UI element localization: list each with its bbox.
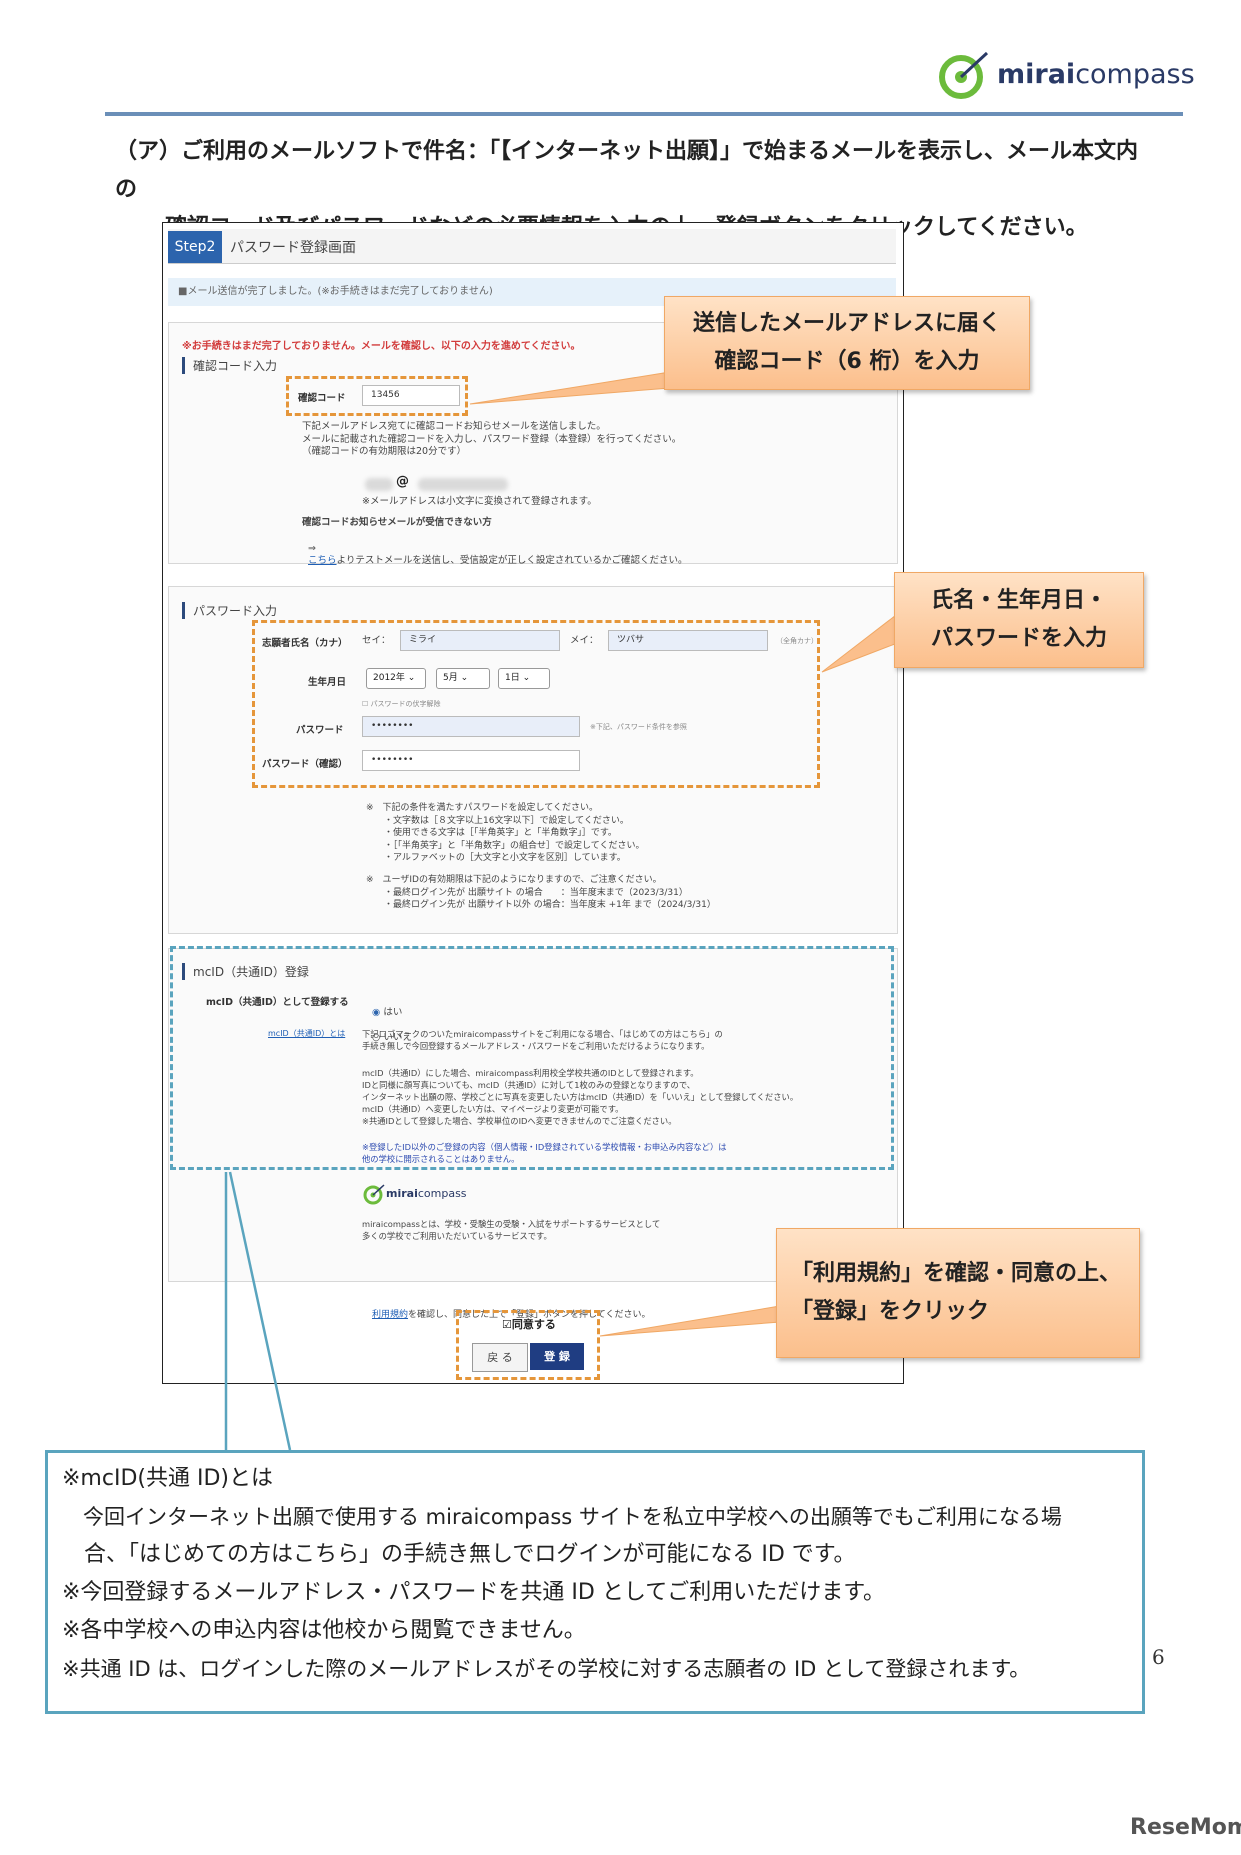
terms-text: を確認し、同意した上で「登録」ボタンを押してください。: [408, 1309, 651, 1320]
back-button[interactable]: 戻 る: [472, 1343, 528, 1372]
not-received-heading: 確認コードお知らせメールが受信できない方: [302, 517, 492, 528]
register-button[interactable]: 登 録: [530, 1343, 584, 1370]
callout-register-line-1: 「利用規約」を確認・同意の上、: [791, 1261, 1122, 1286]
note-3: 合、「はじめての方はこちら」の手続き無しでログインが可能になる ID です。: [62, 1542, 856, 1567]
resemom-watermark: ReseMom: [1130, 1815, 1241, 1840]
chevron-down-icon: ⌄: [522, 673, 531, 683]
code-help: 下記メールアドレス宛てに確認コードお知らせメールを送信しました。 メールに記載さ…: [302, 421, 682, 457]
month-select[interactable]: 5月 ⌄: [436, 668, 490, 689]
callout-password: 氏名・生年月日・ パスワードを入力: [894, 572, 1144, 668]
show-password-checkbox[interactable]: ☐ パスワードの伏字解除: [362, 700, 441, 708]
test-mail-link[interactable]: こちら: [308, 555, 337, 566]
mcid-text-1: 下記ロゴマークのついたmiraicompassサイトをご利用になる場合、「はじめ…: [362, 1029, 723, 1051]
header-rule: [105, 112, 1183, 116]
mcid-section-heading: mcID（共通ID）登録: [182, 963, 309, 980]
day-select[interactable]: 1日 ⌄: [498, 668, 550, 689]
intro-line-1: （ア）ご利用のメールソフトで件名：「【インターネット出願】」で始まるメールを表示…: [115, 139, 1139, 202]
miraicompass-description: miraicompassとは、学校・受験生の受験・入試をサポートするサービスとし…: [362, 1219, 661, 1241]
sei-label: セイ：: [362, 635, 391, 646]
mcid-panel: [168, 948, 898, 1282]
test-mail-text: よりテストメールを送信し、受信設定が正しく設定されているかご確認ください。: [336, 555, 688, 566]
code-highlight: [286, 376, 468, 416]
callout-password-line-1: 氏名・生年月日・: [930, 588, 1107, 613]
step-title: パスワード登録画面: [230, 240, 356, 256]
lowercase-note: ※メールアドレスは小文字に変換されて登録されます。: [362, 496, 597, 507]
mcid-register-label: mcID（共通ID）として登録する: [206, 997, 349, 1008]
note-5: ※各中学校への申込内容は他校から閲覧できません。: [62, 1618, 586, 1643]
step-bar: [168, 229, 896, 264]
arrow-icon: ⇒: [308, 542, 316, 554]
chevron-down-icon: ⌄: [460, 673, 469, 683]
sei-input[interactable]: ミライ: [400, 630, 560, 651]
email-domain-blur: [418, 478, 508, 491]
password-note: ※下記、パスワード条件を参照: [590, 723, 687, 731]
radio-yes[interactable]: ◉ はい: [372, 1006, 403, 1018]
password-rules: ※ 下記の条件を満たすパスワードを設定してください。 ・文字数は［８文字以上16…: [366, 803, 645, 863]
miraicompass-logo: miraicompass: [935, 45, 1195, 105]
compass-logo-icon: [363, 1184, 385, 1205]
radio-no[interactable]: ○ いいえ: [372, 1031, 412, 1043]
mcid-about-link[interactable]: mcID（共通ID）とは: [268, 1029, 346, 1038]
email-at-mark: @: [396, 474, 409, 489]
mei-input[interactable]: ツバサ: [608, 630, 768, 651]
password-input[interactable]: ••••••••: [362, 716, 580, 737]
note-6: ※共通 ID は、ログインした際のメールアドレスがその学校に対する志願者の ID…: [62, 1657, 1031, 1681]
dob-label: 生年月日: [308, 677, 347, 688]
year-select[interactable]: 2012年 ⌄: [366, 668, 426, 689]
callout-code: 送信したメールアドレスに届く 確認コード（6 桁）を入力: [664, 296, 1030, 390]
note-2: 今回インターネット出願で使用する miraicompass サイトを私立中学校へ…: [62, 1505, 1062, 1529]
callout-password-line-2: パスワードを入力: [930, 626, 1107, 651]
code-section-heading: 確認コード入力: [182, 357, 277, 374]
chevron-down-icon: ⌄: [407, 673, 416, 683]
password-confirm-label: パスワード（確認）: [262, 759, 348, 770]
callout-register: 「利用規約」を確認・同意の上、 「登録」をクリック: [776, 1228, 1140, 1358]
email-local-blur: [365, 478, 393, 491]
step-tag: Step2: [168, 231, 222, 263]
password-section-heading: パスワード入力: [182, 602, 277, 619]
mcid-notes-box: [45, 1450, 1145, 1714]
kana-note: （全角カナ）: [776, 637, 818, 645]
mini-miraicompass-logo: miraicompass: [362, 1182, 482, 1208]
test-mail-line: ⇒ こちらよりテストメールを送信し、受信設定が正しく設定されているかご確認くださ…: [308, 530, 688, 568]
terms-link[interactable]: 利用規約: [372, 1309, 409, 1320]
name-label: 志願者氏名（カナ）: [262, 638, 348, 649]
warning-message: ※お手続きはまだ完了しておりません。メールを確認し、以下の入力を進めてください。: [182, 341, 581, 352]
mcid-text-2: mcID（共通ID）にした場合、miraicompass利用校全学校共通のIDと…: [362, 1068, 799, 1126]
mcid-highlight: [170, 946, 894, 1170]
code-input[interactable]: 13456: [362, 385, 460, 406]
note-4: ※今回登録するメールアドレス・パスワードを共通 ID としてご利用いただけます。: [62, 1580, 885, 1605]
agree-checkbox[interactable]: ☑同意する: [502, 1318, 556, 1331]
mei-label: メイ：: [570, 635, 599, 646]
mcid-text-3: ※登録したID以外のご登録の内容（個人情報・ID登録されている学校情報・お申込み…: [362, 1142, 727, 1164]
password-label: パスワード: [296, 725, 344, 736]
callout-register-line-2: 「登録」をクリック: [791, 1299, 990, 1324]
callout-code-line-1: 送信したメールアドレスに届く: [692, 311, 1001, 336]
code-label: 確認コード: [298, 393, 346, 404]
terms-line: 利用規約を確認し、同意した上で「登録」ボタンを押してください。: [372, 1296, 650, 1321]
user-id-rules: ※ ユーザIDの有効期限は下記のようになりますので、ご注意ください。 ・最終ログ…: [366, 875, 716, 910]
register-highlight: [456, 1310, 600, 1380]
password-confirm-input[interactable]: ••••••••: [362, 750, 580, 771]
password-highlight: [252, 620, 820, 788]
compass-logo-icon: [939, 51, 989, 99]
mcid-radio-group: ◉ はい ○ いいえ: [372, 994, 412, 1044]
note-1: ※mcID(共通 ID)とは: [62, 1466, 273, 1491]
callout-code-line-2: 確認コード（6 桁）を入力: [714, 349, 980, 374]
page-number: 6: [1152, 1645, 1165, 1669]
